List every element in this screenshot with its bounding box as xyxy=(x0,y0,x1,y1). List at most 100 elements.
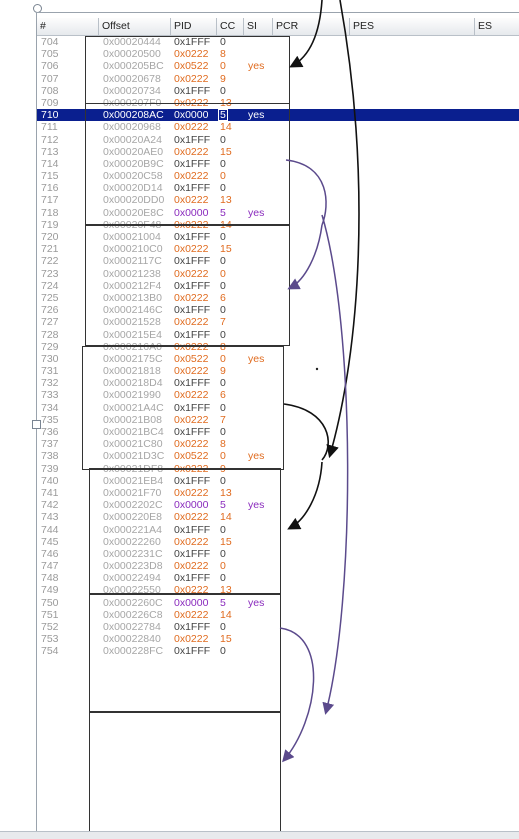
col-header-si[interactable]: SI xyxy=(244,18,273,35)
row-index: 723 xyxy=(41,267,59,280)
row-offset: 0x000220E8 xyxy=(103,511,162,524)
row-pid: 0x1FFF xyxy=(174,36,211,48)
row-offset: 0x0002175C xyxy=(103,352,163,365)
drag-handle-icon[interactable] xyxy=(32,420,41,429)
row-index: 744 xyxy=(41,523,59,536)
row-cc: 0 xyxy=(220,84,226,97)
row-offset: 0x000213B0 xyxy=(103,291,162,304)
col-header-cc[interactable]: CC xyxy=(217,18,244,35)
row-pid: 0x1FFF xyxy=(174,621,211,633)
row-offset: 0x00020D14 xyxy=(103,182,163,195)
row-index: 740 xyxy=(41,474,59,487)
horizontal-scrollbar[interactable] xyxy=(0,831,519,839)
row-cc: 9 xyxy=(220,365,226,378)
row-index: 735 xyxy=(41,413,59,426)
row-cc: 0 xyxy=(220,182,226,195)
row-offset: 0x000226C8 xyxy=(103,608,163,621)
col-header-index[interactable]: # xyxy=(37,18,99,35)
row-offset: 0x00021C80 xyxy=(103,438,163,451)
row-index: 719 xyxy=(41,218,59,231)
col-header-pid[interactable]: PID xyxy=(171,18,217,35)
stray-dot xyxy=(315,367,319,371)
row-si: yes xyxy=(248,450,265,463)
row-pid: 0x0222 xyxy=(174,438,209,451)
row-pid: 0x1FFF xyxy=(174,84,211,97)
col-header-offset[interactable]: Offset xyxy=(99,18,171,35)
arrow-purple-curve xyxy=(285,159,327,226)
row-pid: 0x1FFF xyxy=(174,547,211,560)
col-header-pes[interactable]: PES xyxy=(350,18,475,35)
row-index: 741 xyxy=(41,486,59,499)
row-cc: 15 xyxy=(220,145,232,158)
row-cc: 8 xyxy=(220,48,226,61)
row-cc: 7 xyxy=(220,316,226,329)
row-index: 752 xyxy=(41,621,59,633)
col-header-es[interactable]: ES xyxy=(478,20,493,32)
row-cc: 0 xyxy=(220,523,226,536)
row-cc: 7 xyxy=(220,413,226,426)
row-index: 738 xyxy=(41,450,59,463)
row-cc: 0 xyxy=(220,60,226,73)
row-index: 710 xyxy=(41,109,59,122)
row-index: 724 xyxy=(41,279,59,292)
row-index: 742 xyxy=(41,499,59,512)
row-offset: 0x000210C0 xyxy=(103,243,163,256)
row-pid: 0x0222 xyxy=(174,96,209,109)
row-cc: 5 xyxy=(220,499,226,512)
row-index: 726 xyxy=(41,304,59,317)
row-cc: 15 xyxy=(220,243,232,256)
row-offset: 0x000228FC xyxy=(103,645,164,658)
row-offset: 0x000221A4 xyxy=(103,523,162,536)
col-header-pcr[interactable]: PCR xyxy=(273,18,350,35)
row-si: yes xyxy=(248,60,265,73)
